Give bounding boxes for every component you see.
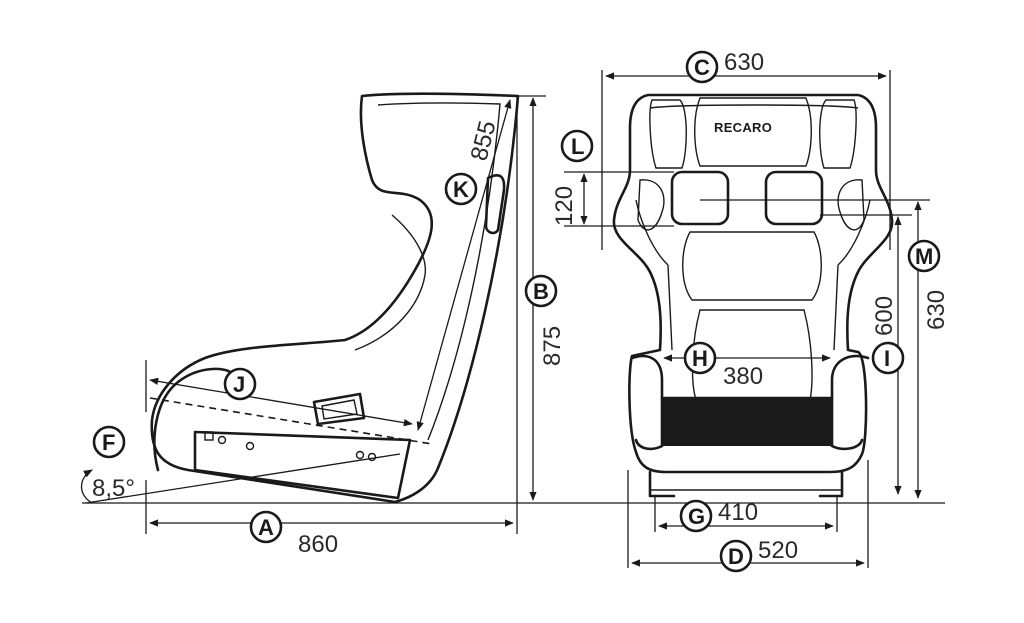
- side-mount-plate: [193, 430, 412, 500]
- badge-j: J: [223, 367, 257, 401]
- badge-k: K: [444, 172, 478, 206]
- front-seat-cushion: [662, 398, 832, 446]
- svg-text:K: K: [453, 177, 469, 202]
- svg-text:I: I: [884, 346, 890, 371]
- dim-a-value: 860: [298, 531, 338, 558]
- front-headrest: [694, 97, 812, 167]
- badge-f: F: [92, 425, 126, 459]
- mount-holes: [204, 431, 377, 462]
- svg-text:C: C: [694, 55, 710, 80]
- dim-b-value: 875: [539, 326, 566, 366]
- front-left-pad: [670, 170, 730, 226]
- svg-text:J: J: [233, 372, 245, 397]
- dim-i-value: 600: [871, 296, 898, 336]
- front-right-pad: [764, 170, 824, 226]
- front-seat-outline: [612, 93, 894, 474]
- dim-g-value: 410: [718, 499, 758, 526]
- side-bolster: [153, 367, 232, 472]
- badge-h: H: [683, 341, 717, 375]
- front-inner-contour: [635, 104, 871, 351]
- front-left-wing: [649, 99, 687, 169]
- dim-c-value: 630: [724, 49, 764, 76]
- svg-text:L: L: [571, 134, 584, 159]
- badge-l: L: [560, 129, 594, 163]
- badge-g: G: [679, 499, 713, 533]
- badge-b: B: [524, 274, 558, 308]
- dim-k-value: 855: [466, 118, 502, 163]
- dim-f-value: 8,5°: [92, 475, 135, 502]
- badge-i: I: [871, 341, 905, 375]
- front-right-wing: [819, 99, 857, 169]
- svg-text:M: M: [915, 244, 933, 269]
- front-view: RECARO: [564, 70, 930, 568]
- brand-logo: RECARO: [714, 120, 772, 135]
- front-chest-panel: [682, 231, 822, 301]
- dim-m-value: 630: [923, 290, 950, 330]
- badge-a: A: [249, 510, 283, 544]
- side-seat-outline: [150, 92, 520, 504]
- front-feet: [648, 470, 844, 498]
- badge-c: C: [685, 50, 719, 84]
- dim-l-value: 120: [551, 186, 578, 226]
- svg-text:H: H: [692, 346, 708, 371]
- svg-text:D: D: [728, 544, 744, 569]
- svg-text:F: F: [102, 430, 115, 455]
- svg-text:A: A: [258, 515, 274, 540]
- svg-text:G: G: [688, 504, 705, 529]
- dim-h-value: 380: [723, 363, 763, 390]
- svg-text:B: B: [533, 279, 549, 304]
- side-view: [80, 92, 945, 534]
- dim-d-value: 520: [758, 537, 798, 564]
- badge-m: M: [907, 239, 941, 273]
- badge-d: D: [719, 539, 753, 573]
